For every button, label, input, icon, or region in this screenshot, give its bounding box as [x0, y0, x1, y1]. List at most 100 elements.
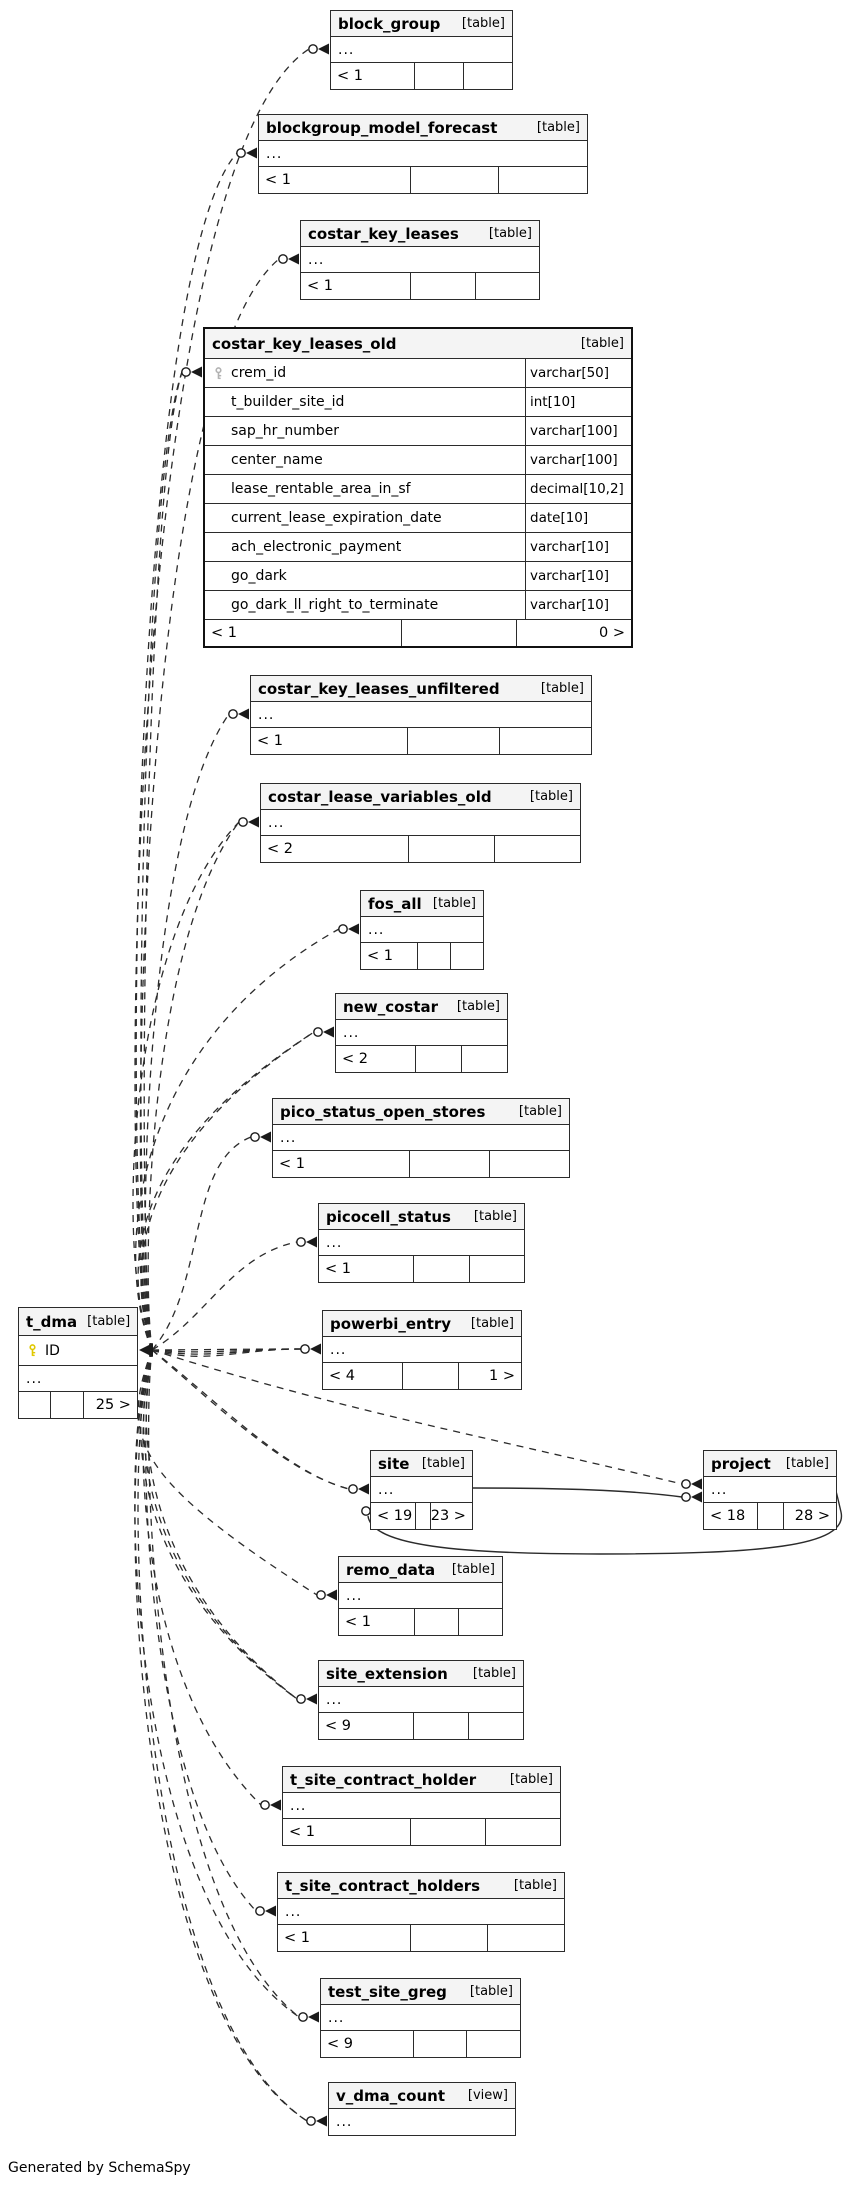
table-name[interactable]: t_site_contract_holders	[285, 1876, 481, 1895]
table-name[interactable]: pico_status_open_stores	[280, 1102, 486, 1121]
table-node-new_costar[interactable]: new_costar[table]...< 2	[335, 993, 508, 1073]
table-node-block_group[interactable]: block_group[table]...< 1	[330, 10, 513, 90]
table-name[interactable]: t_site_contract_holder	[290, 1770, 477, 1789]
table-node-t_site_contract_holder[interactable]: t_site_contract_holder[table]...< 1	[282, 1766, 561, 1846]
table-name[interactable]: remo_data	[346, 1560, 436, 1579]
table-header[interactable]: costar_key_leases_old [table]	[205, 329, 631, 359]
table-node-fos_all[interactable]: fos_all[table]...< 1	[360, 890, 484, 970]
degree-cell	[467, 1713, 523, 1739]
crowfoot-arrow-icon	[348, 923, 359, 935]
fk-relationship-line	[135, 152, 238, 1351]
zero-or-one-circle-icon	[300, 1344, 310, 1354]
table-header[interactable]: powerbi_entry[table]	[323, 1311, 521, 1337]
table-node-test_site_greg[interactable]: test_site_greg[table]...< 9	[320, 1978, 521, 2058]
table-name[interactable]: project	[711, 1454, 771, 1473]
table-name[interactable]: v_dma_count	[336, 2086, 445, 2105]
table-type-tag: [table]	[472, 1666, 516, 1681]
table-name[interactable]: costar_key_leases	[308, 224, 459, 243]
table-name[interactable]: picocell_status	[326, 1207, 451, 1226]
degree-cell: < 4	[329, 1368, 355, 1384]
table-header[interactable]: site[table]	[371, 1451, 472, 1477]
zero-or-one-circle-icon	[681, 1479, 691, 1489]
table-node-picocell_status[interactable]: picocell_status[table]...< 1	[318, 1203, 525, 1283]
table-node-costar_lease_variables_old[interactable]: costar_lease_variables_old[table]...< 2	[260, 783, 581, 863]
table-node-blockgroup_model_forecast[interactable]: blockgroup_model_forecast[table]...< 1	[258, 114, 588, 194]
table-name[interactable]: powerbi_entry	[330, 1314, 452, 1333]
degree-cell	[412, 2031, 467, 2057]
table-name[interactable]: costar_key_leases_old	[212, 334, 397, 353]
table-header[interactable]: t_dma[table]	[19, 1308, 137, 1336]
degree-cell: < 1	[307, 278, 333, 294]
zero-or-one-circle-icon	[238, 817, 248, 827]
crowfoot-arrow-icon	[691, 1491, 702, 1503]
table-header[interactable]: test_site_greg [table]	[321, 1979, 520, 2005]
table-header[interactable]: block_group[table]	[331, 11, 512, 37]
table-node-costar_key_leases_unfiltered[interactable]: costar_key_leases_unfiltered[table]...< …	[250, 675, 592, 755]
table-node-t_site_contract_holders[interactable]: t_site_contract_holders[table]...< 1	[277, 1872, 565, 1952]
table-name[interactable]: blockgroup_model_forecast	[266, 118, 498, 137]
degree-cell	[19, 1392, 50, 1418]
degree-cell: < 1	[257, 733, 283, 749]
degree-cell	[485, 1819, 560, 1845]
table-header[interactable]: costar_key_leases_unfiltered [table]	[251, 676, 591, 702]
table-header[interactable]: v_dma_count[view]	[329, 2083, 515, 2109]
table-header[interactable]: t_site_contract_holders[table]	[278, 1873, 564, 1899]
table-type-tag: [table]	[469, 1984, 513, 1999]
fk-relationship-line	[147, 821, 240, 1351]
table-node-t_dma[interactable]: t_dma[table]ID...25 >	[18, 1307, 138, 1419]
fk-relationship-line	[134, 1349, 308, 2122]
crowfoot-arrow-icon	[288, 253, 299, 265]
table-header[interactable]: fos_all[table]	[361, 891, 483, 917]
relationship-line-site-project	[472, 1487, 683, 1498]
fk-relationship-line	[137, 1031, 315, 1351]
table-name[interactable]: site	[378, 1454, 410, 1473]
table-header[interactable]: t_site_contract_holder[table]	[283, 1767, 560, 1793]
table-header[interactable]: blockgroup_model_forecast[table]	[259, 115, 587, 141]
table-name[interactable]: fos_all	[368, 894, 422, 913]
column-type: varchar[50]	[525, 359, 631, 387]
table-node-site_extension[interactable]: site_extension[table]...< 9	[318, 1660, 524, 1740]
table-node-remo_data[interactable]: remo_data[table]... < 1	[338, 1556, 503, 1636]
fk-relationship-line	[139, 258, 280, 1351]
fk-relationship-line	[142, 1349, 262, 1806]
table-type-tag: [table]	[540, 681, 584, 696]
table-header[interactable]: site_extension [table]	[319, 1661, 523, 1687]
degree-cell: < 1	[279, 1156, 305, 1172]
crowfoot-arrow-icon	[318, 43, 329, 55]
degree-cell: < 1	[289, 1824, 315, 1840]
table-node-pico_status_open_stores[interactable]: pico_status_open_stores[table]...< 1	[272, 1098, 570, 1178]
table-header[interactable]: costar_lease_variables_old[table]	[261, 784, 580, 810]
table-name[interactable]: costar_lease_variables_old	[268, 787, 492, 806]
table-node-costar_key_leases[interactable]: costar_key_leases[table]...< 1	[300, 220, 540, 300]
table-header[interactable]: project[table]	[704, 1451, 836, 1477]
crowfoot-arrow-icon	[270, 1799, 281, 1811]
crowfoot-arrow-icon	[310, 1343, 321, 1355]
table-type-tag: [table]	[580, 336, 624, 351]
column-name: current_lease_expiration_date	[231, 510, 442, 526]
fk-relationship-line	[143, 371, 183, 1351]
ellipsis-row: ...	[339, 1583, 502, 1609]
table-name[interactable]: block_group	[338, 14, 441, 33]
table-name[interactable]: test_site_greg	[328, 1982, 447, 2001]
table-header[interactable]: costar_key_leases[table]	[301, 221, 539, 247]
table-header[interactable]: new_costar[table]	[336, 994, 507, 1020]
table-name[interactable]: new_costar	[343, 997, 439, 1016]
table-header[interactable]: remo_data[table]	[339, 1557, 502, 1583]
table-name[interactable]: t_dma	[26, 1312, 78, 1331]
table-name[interactable]: costar_key_leases_unfiltered	[258, 679, 500, 698]
zero-or-one-circle-icon	[306, 2116, 316, 2126]
zero-or-one-circle-icon	[313, 1027, 323, 1037]
table-name[interactable]: site_extension	[326, 1664, 448, 1683]
table-header[interactable]: picocell_status[table]	[319, 1204, 524, 1230]
degree-cell: < 1	[345, 1614, 371, 1630]
table-node-v_dma_count[interactable]: v_dma_count[view]...	[328, 2082, 516, 2136]
table-header[interactable]: pico_status_open_stores[table]	[273, 1099, 569, 1125]
ellipsis-row: ...	[336, 2114, 353, 2130]
degree-cell	[413, 1609, 458, 1635]
degree-cell: < 1	[265, 172, 291, 188]
